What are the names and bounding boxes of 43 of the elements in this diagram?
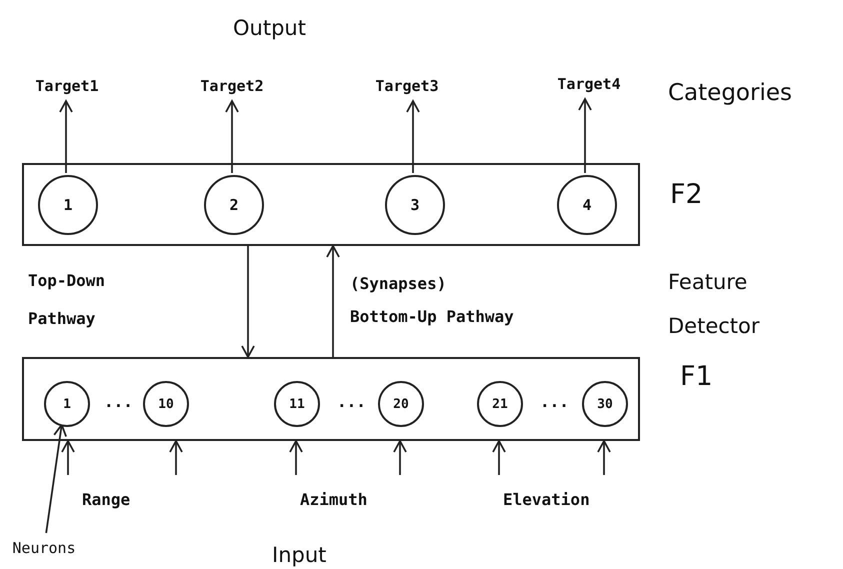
arrow — [326, 245, 340, 357]
arrow — [169, 440, 183, 475]
arrow — [59, 100, 73, 173]
arrow — [578, 98, 592, 173]
arrow — [393, 440, 407, 475]
arrow — [492, 440, 506, 475]
leader-line — [45, 424, 67, 534]
ellipsis: ... — [337, 392, 366, 412]
neuron-circle: 21 — [477, 381, 523, 427]
neuron-circle: 1 — [38, 175, 98, 235]
arrow — [406, 100, 420, 173]
neuron-circle: 30 — [582, 381, 628, 427]
layer-caption: Feature Detector — [668, 269, 761, 340]
arrow — [241, 246, 255, 358]
neuron-circle: 3 — [385, 175, 445, 235]
neuron-circle: 11 — [274, 381, 320, 427]
input-label: Elevation — [503, 490, 590, 510]
node-label: Target2 — [200, 78, 264, 94]
title: Output — [233, 16, 306, 42]
node-label: Neurons — [12, 540, 76, 556]
arrow — [225, 100, 239, 173]
ellipsis: ... — [540, 392, 569, 412]
input-label: Range — [82, 490, 130, 510]
layer-caption: Categories — [668, 80, 792, 108]
pathway-label: Bottom-Up Pathway — [350, 307, 514, 326]
layer-label: F2 — [670, 179, 703, 210]
node-label: Target3 — [375, 78, 439, 94]
arrow — [597, 440, 611, 475]
pathway-note: (Synapses) — [350, 274, 446, 294]
arrow — [289, 440, 303, 475]
layer-label: F1 — [680, 361, 713, 392]
neuron-circle: 1 — [44, 381, 90, 427]
neuron-circle: 2 — [204, 175, 264, 235]
arrow — [61, 440, 75, 475]
neuron-circle: 4 — [557, 175, 617, 235]
neuron-circle: 10 — [143, 381, 189, 427]
node-label: Target4 — [557, 76, 621, 92]
node-label: Target1 — [35, 78, 99, 94]
pathway-label: Top-Down Pathway — [28, 270, 106, 330]
input-label: Azimuth — [300, 490, 368, 510]
neuron-circle: 20 — [378, 381, 424, 427]
title: Input — [272, 543, 326, 568]
ellipsis: ... — [104, 392, 133, 412]
